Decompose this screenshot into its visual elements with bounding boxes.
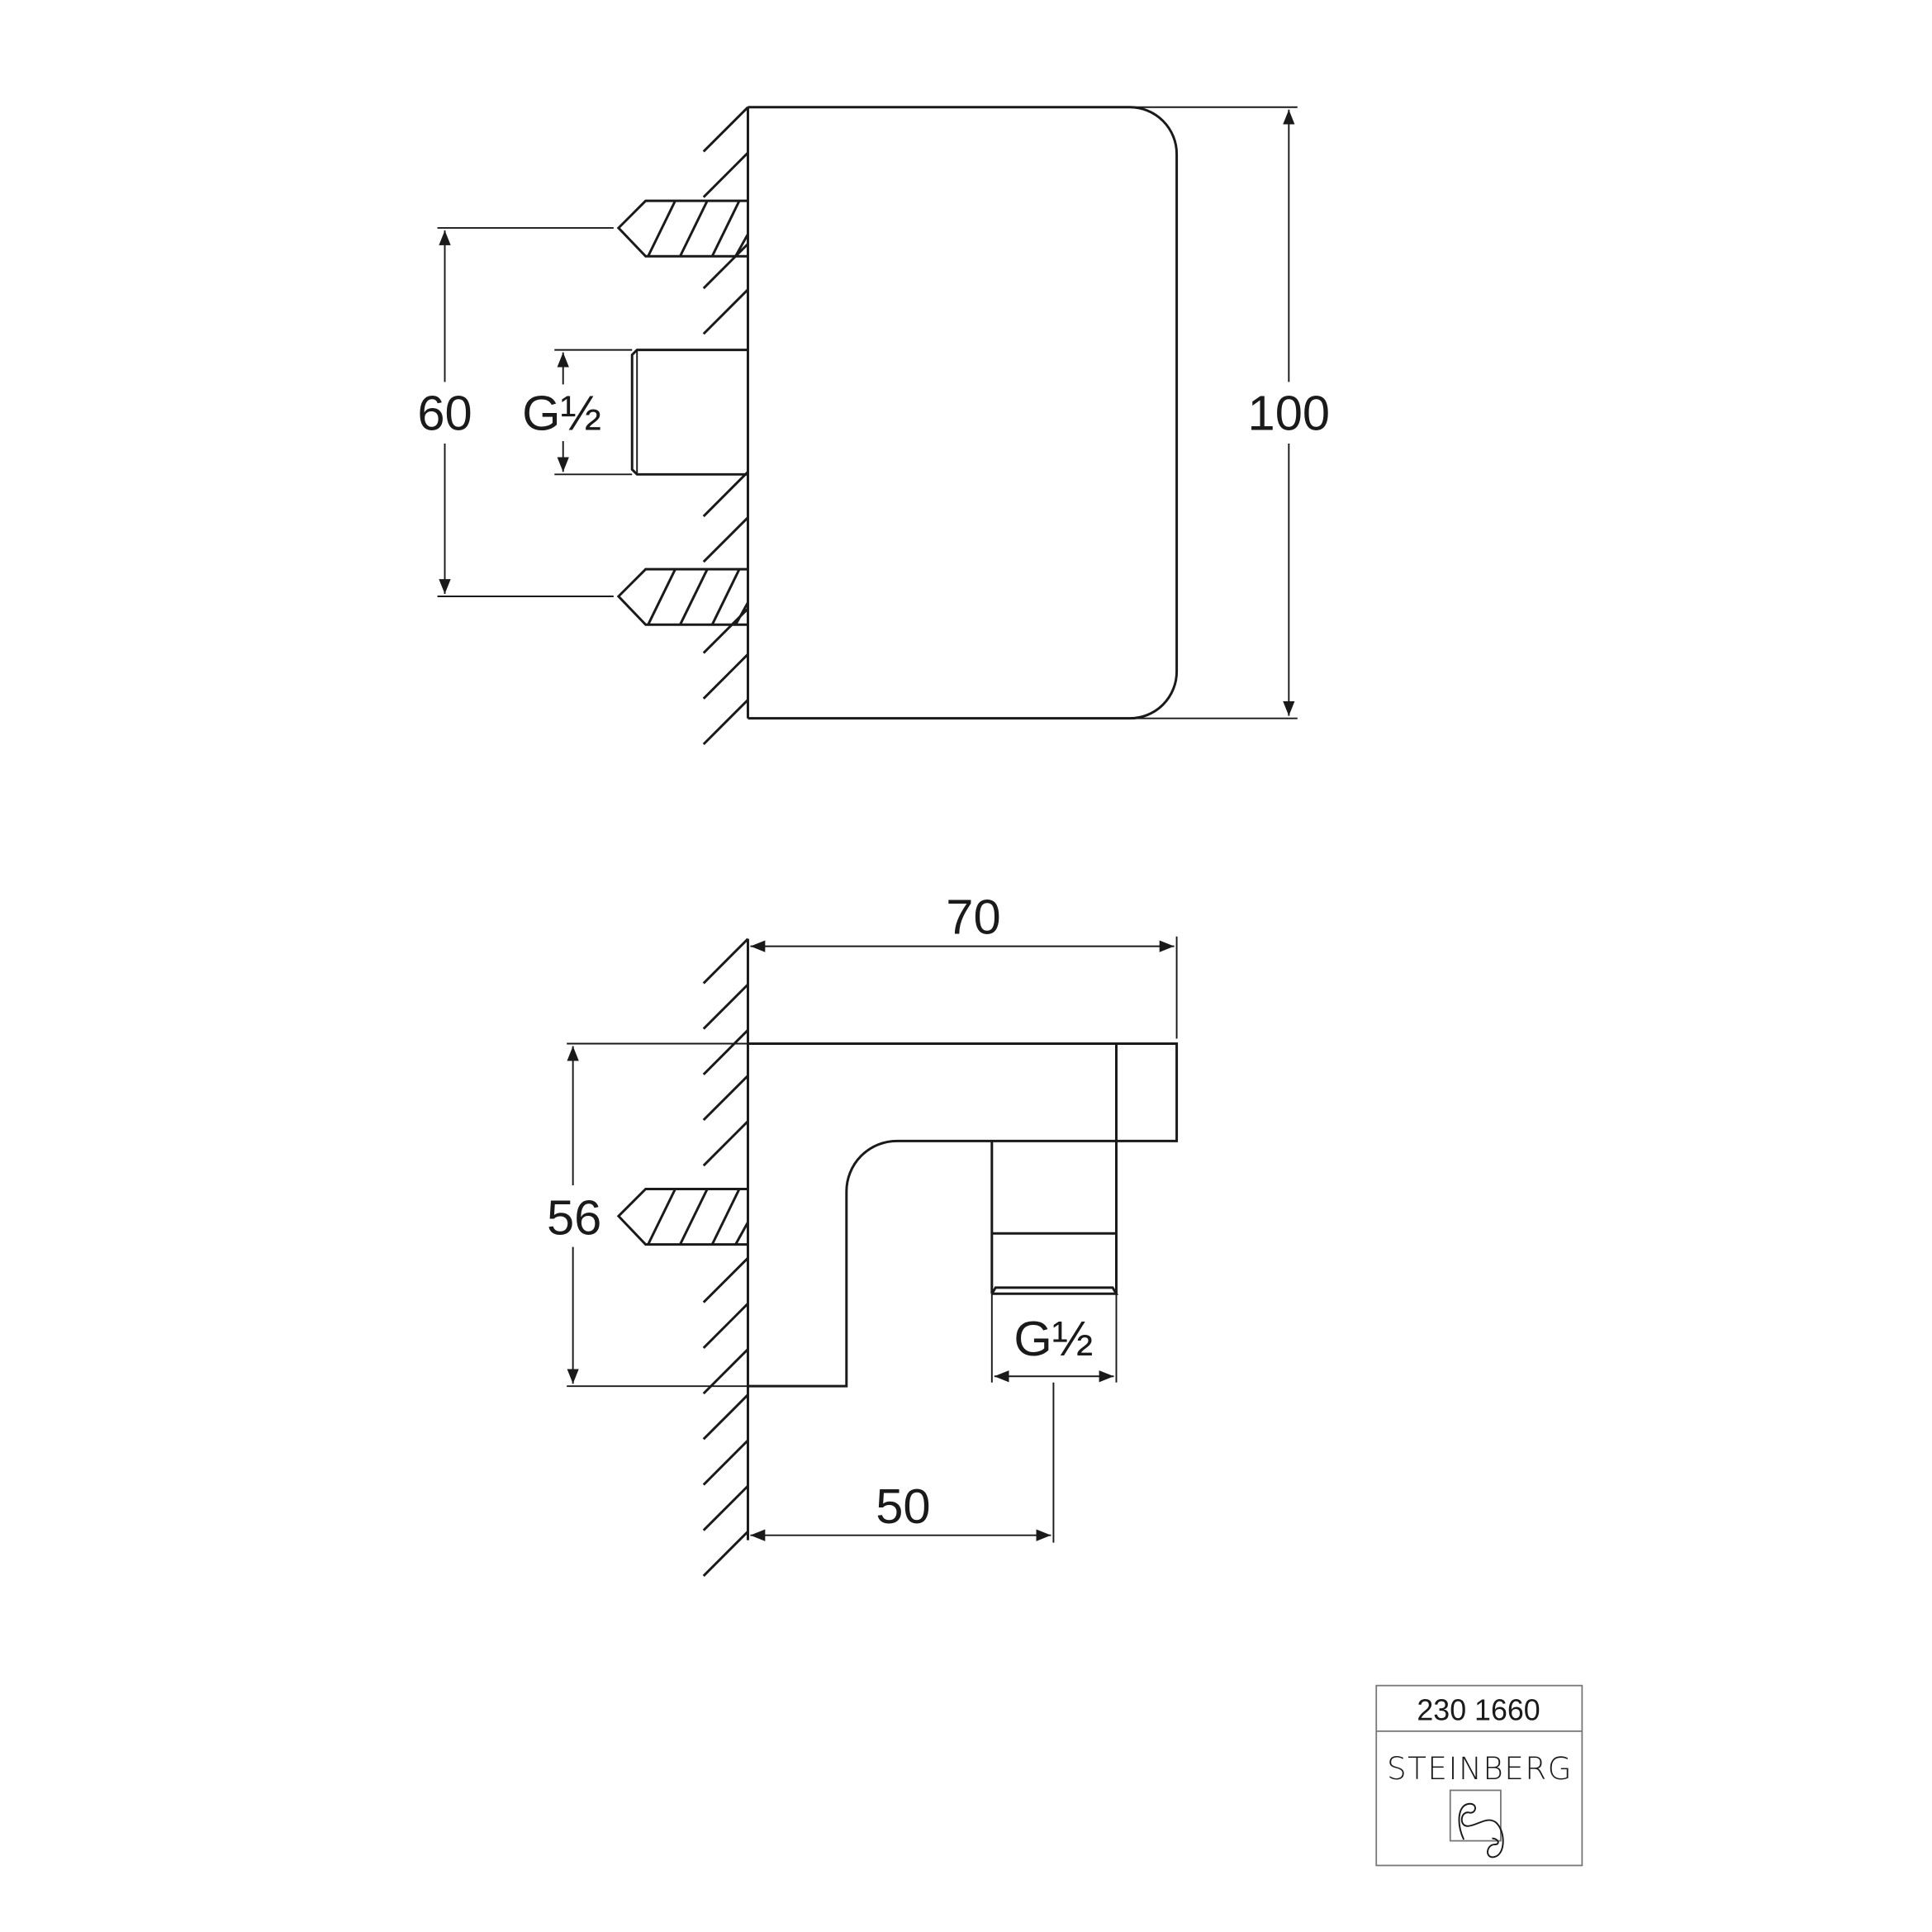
- thread-label-front: G½: [522, 386, 601, 441]
- outlet-nut: [990, 1141, 1119, 1295]
- hatch-line: [710, 568, 741, 625]
- screw-hatch: [647, 200, 749, 626]
- side-view: 70 56 G½ 50: [547, 890, 1179, 1577]
- hatch-line: [702, 1029, 749, 1075]
- hatch-line: [702, 516, 749, 563]
- hatch-line: [702, 106, 749, 153]
- hatch-line: [679, 568, 709, 625]
- hatch-line: [734, 601, 749, 626]
- screw-hatch: [647, 1188, 749, 1246]
- wall-hatch: [702, 938, 749, 1577]
- hatch-line: [702, 1531, 749, 1577]
- brand-name: STEINBERG: [1387, 1750, 1573, 1787]
- hatch-line: [702, 1393, 749, 1441]
- connector: [630, 349, 748, 476]
- hatch-line: [702, 151, 749, 198]
- hatch-line: [702, 1256, 749, 1303]
- hatch-line: [702, 288, 749, 335]
- title-block: 230 1660 STEINBERG: [1375, 1684, 1583, 1867]
- dimension-60: 60: [417, 226, 614, 597]
- dimension-label-60: 60: [417, 386, 472, 441]
- body-outline: [748, 106, 1179, 720]
- screw-side: [616, 1188, 748, 1246]
- front-view: 100 60 G½: [417, 106, 1331, 746]
- dimension-thread-side: G½: [990, 1294, 1118, 1383]
- dimension-label-56: 56: [547, 1190, 601, 1246]
- hatch-line: [702, 1075, 749, 1122]
- hatch-line: [702, 1120, 749, 1167]
- screw-bottom: [616, 567, 748, 626]
- dimension-56: 56: [547, 1042, 748, 1388]
- hatch-line: [702, 653, 749, 700]
- hatch-line: [702, 1484, 749, 1531]
- wall-hatch: [702, 106, 749, 746]
- screw-top: [616, 199, 748, 258]
- dimension-thread-front: G½: [522, 349, 633, 476]
- article-number: 230 1660: [1417, 1693, 1540, 1726]
- dimension-100: 100: [1129, 106, 1331, 719]
- body-outline: [748, 1042, 1179, 1388]
- hatch-line: [702, 1439, 749, 1486]
- dimension-50: 50: [750, 1382, 1055, 1543]
- hatch-line: [710, 200, 741, 257]
- hatch-line: [702, 471, 749, 518]
- hatch-line: [710, 1188, 741, 1246]
- hatch-line: [702, 243, 749, 290]
- dimension-70: 70: [750, 890, 1178, 1039]
- hatch-line: [647, 568, 676, 625]
- hatch-line: [647, 200, 676, 257]
- hatch-line: [702, 983, 749, 1030]
- hatch-line: [647, 1188, 676, 1246]
- thread-label-side: G½: [1013, 1311, 1093, 1366]
- dimension-label-70: 70: [946, 890, 1000, 945]
- hatch-line: [679, 1188, 709, 1246]
- dimension-label-100: 100: [1248, 386, 1331, 441]
- hatch-line: [734, 233, 749, 257]
- brand-logo-icon: [1449, 1789, 1504, 1858]
- hatch-line: [702, 699, 749, 746]
- dimension-label-50: 50: [876, 1479, 930, 1534]
- hatch-line: [679, 200, 709, 257]
- hatch-line: [702, 938, 749, 985]
- hatch-line: [734, 1222, 749, 1246]
- hatch-line: [702, 1303, 749, 1349]
